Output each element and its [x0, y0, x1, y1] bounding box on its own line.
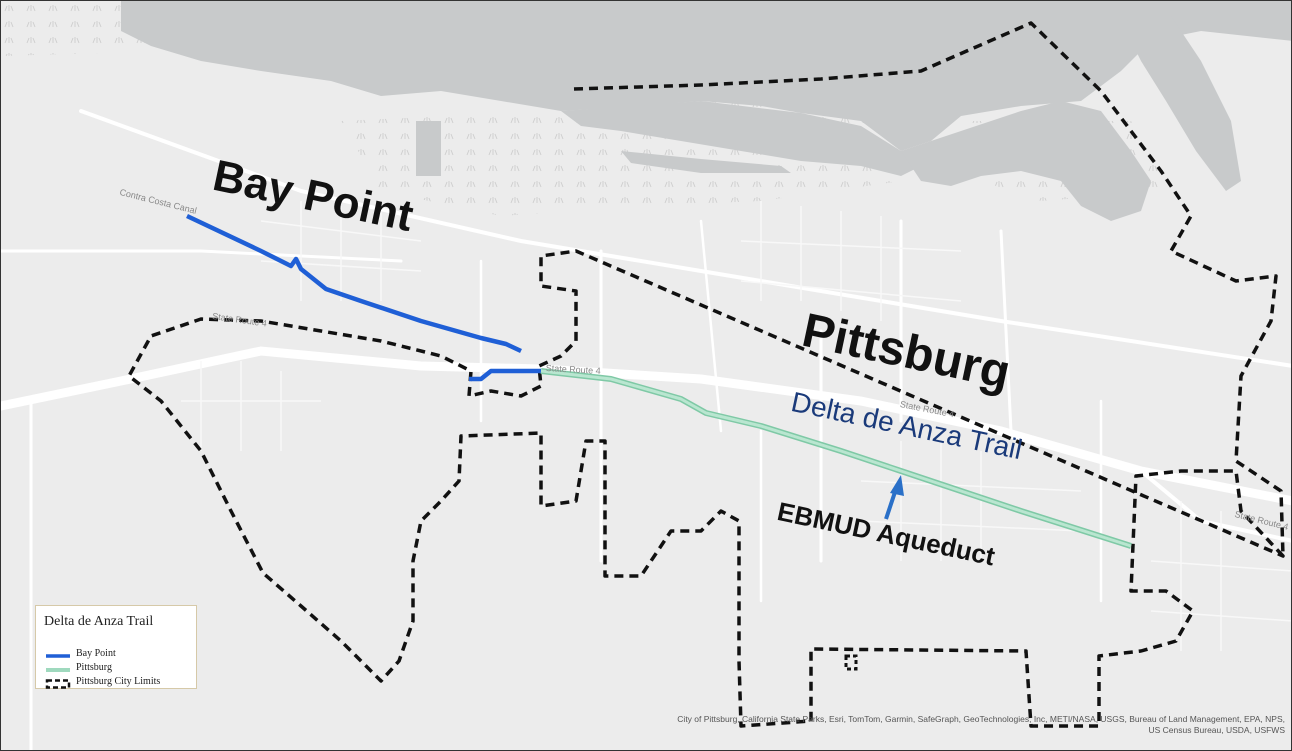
legend-swatch-bay-point [44, 648, 72, 658]
trail-pittsburg-inner [540, 369, 1132, 548]
legend-label: Pittsburg City Limits [76, 675, 161, 687]
legend-item-city-limits: Pittsburg City Limits [44, 674, 161, 689]
legend-swatch-city-limits [44, 676, 72, 689]
water-slough [621, 151, 791, 173]
water-river-east [901, 101, 1151, 221]
legend-item-bay-point: Bay Point [44, 646, 116, 660]
city-limits-fragment [844, 654, 858, 671]
water-inlet [1121, 16, 1241, 191]
street-grid [181, 201, 1291, 651]
water-bay [121, 1, 1291, 151]
legend-label: Bay Point [76, 647, 116, 659]
map-legend: Delta de Anza Trail Bay Point Pittsburg … [35, 605, 197, 689]
map-attribution: City of Pittsburg, California State Park… [585, 714, 1285, 736]
legend-title: Delta de Anza Trail [44, 614, 154, 629]
attribution-line: City of Pittsburg, California State Park… [677, 714, 1285, 724]
water-channel [561, 101, 931, 176]
aqueduct-arrow [884, 475, 904, 520]
legend-swatch-pittsburg [44, 662, 72, 672]
road-network [1, 109, 1291, 750]
water-pond [416, 121, 441, 176]
attribution-line: US Census Bureau, USDA, USFWS [1148, 725, 1285, 735]
legend-item-pittsburg: Pittsburg [44, 660, 112, 674]
city-limits-boundary [127, 21, 1285, 728]
legend-label: Pittsburg [76, 661, 112, 673]
trail-bay-point [186, 213, 541, 382]
